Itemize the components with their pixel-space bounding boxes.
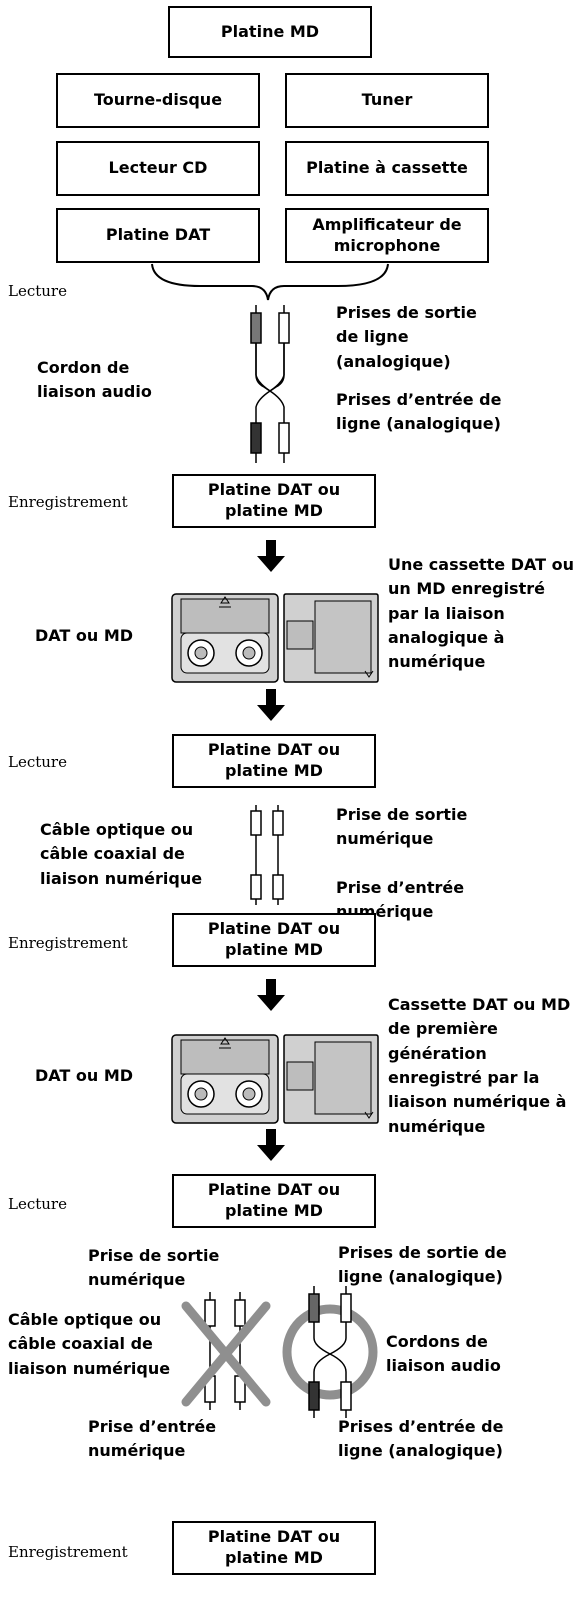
digital-cable-icon-2 bbox=[250, 805, 284, 905]
digital-cable-not-allowed-icon bbox=[181, 1292, 271, 1410]
recording-label-1: Enregistrement bbox=[8, 493, 128, 511]
playback-label-2: Lecture bbox=[8, 753, 67, 771]
arrow-down-icon-1 bbox=[257, 540, 285, 572]
playback-label-3: Lecture bbox=[8, 1195, 67, 1213]
line-in-label-3: Prises d’entrée de ligne (analogique) bbox=[338, 1417, 504, 1461]
source-box-turntable: Tourne-disque bbox=[56, 73, 260, 128]
source-box-md-deck: Platine MD bbox=[168, 6, 372, 58]
dat-or-md-label-1: DAT ou MD bbox=[35, 626, 134, 645]
dat-or-md-label-2: DAT ou MD bbox=[35, 1066, 134, 1085]
dat-cassette-icon-2 bbox=[171, 1034, 279, 1124]
arrow-down-icon-4 bbox=[257, 1129, 285, 1161]
audio-cord-icon-1 bbox=[250, 305, 290, 463]
line-out-label-3: Prises de sortie de ligne (analogique) bbox=[338, 1243, 507, 1287]
source-box-dat-deck: Platine DAT bbox=[56, 208, 260, 263]
audio-cord-label-1: Cordon de liaison audio bbox=[37, 358, 152, 402]
digital-cable-label-2: Câble optique ou câble coaxial de liaiso… bbox=[40, 820, 203, 888]
dat-cassette-icon-1 bbox=[171, 593, 279, 683]
line-out-label-1: Prises de sortie de ligne (analogique) bbox=[336, 303, 477, 371]
dat-md-deck-box-2: Platine DAT ou platine MD bbox=[172, 734, 376, 788]
audio-cords-allowed-icon bbox=[282, 1286, 378, 1418]
digital-in-label-3: Prise d’entrée numérique bbox=[88, 1417, 217, 1461]
media-note-1: Une cassette DAT ou un MD enregistré par… bbox=[388, 555, 574, 672]
arrow-down-icon-2 bbox=[257, 689, 285, 721]
recording-label-2: Enregistrement bbox=[8, 934, 128, 952]
digital-out-label-2: Prise de sortie numérique bbox=[336, 805, 468, 849]
line-in-label-1: Prises d’entrée de ligne (analogique) bbox=[336, 390, 502, 434]
source-bracket bbox=[151, 263, 389, 301]
minidisc-icon-2 bbox=[283, 1034, 379, 1124]
digital-cable-label-3: Câble optique ou câble coaxial de liaiso… bbox=[8, 1310, 171, 1378]
arrow-down-icon-3 bbox=[257, 979, 285, 1011]
minidisc-icon-1 bbox=[283, 593, 379, 683]
playback-label-1: Lecture bbox=[8, 282, 67, 300]
dat-md-deck-box-3: Platine DAT ou platine MD bbox=[172, 913, 376, 967]
source-box-cd-player: Lecteur CD bbox=[56, 141, 260, 196]
dat-md-deck-box-4: Platine DAT ou platine MD bbox=[172, 1174, 376, 1228]
source-box-mic-amp: Amplificateur de microphone bbox=[285, 208, 489, 263]
audio-cords-label-3: Cordons de liaison audio bbox=[386, 1332, 501, 1376]
recording-label-3: Enregistrement bbox=[8, 1543, 128, 1561]
dat-md-deck-box-5: Platine DAT ou platine MD bbox=[172, 1521, 376, 1575]
media-note-2: Cassette DAT ou MD de première génératio… bbox=[388, 995, 571, 1136]
digital-out-label-3: Prise de sortie numérique bbox=[88, 1246, 220, 1290]
source-box-cassette-deck: Platine à cassette bbox=[285, 141, 489, 196]
dat-md-deck-box-1: Platine DAT ou platine MD bbox=[172, 474, 376, 528]
source-box-tuner: Tuner bbox=[285, 73, 489, 128]
